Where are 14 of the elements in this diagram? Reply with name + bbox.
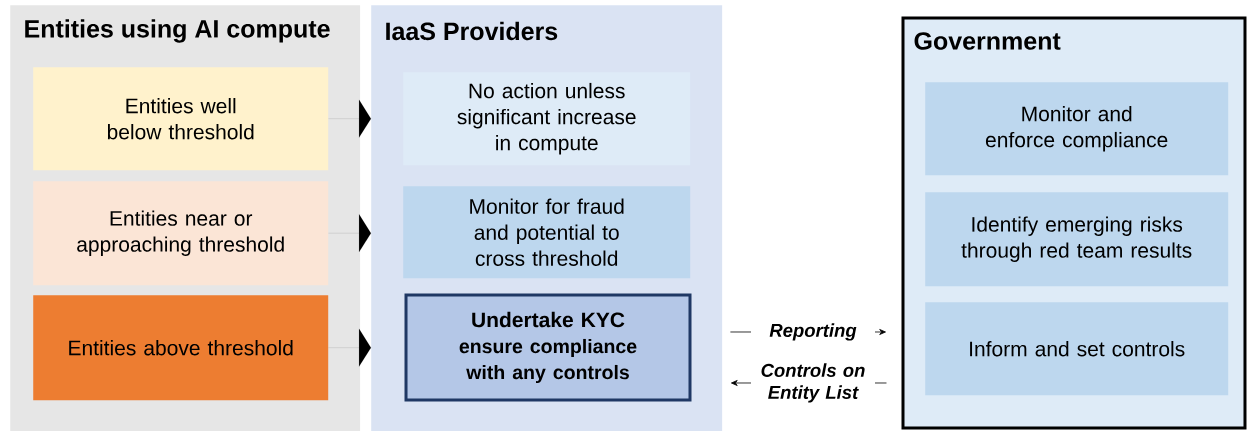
process-box: Entities above threshold <box>33 295 329 401</box>
process-box: Monitor and enforce compliance <box>925 82 1229 176</box>
process-box: Undertake KYC ensure compliance with any controls <box>404 293 692 402</box>
process-box: No action unless significant increase in compute <box>403 72 691 166</box>
process-box: Entities well below threshold <box>33 67 329 171</box>
edge-label: Reporting <box>751 321 875 343</box>
chevron-arrow <box>328 214 371 253</box>
process-box: Entities near or approaching threshold <box>33 181 329 286</box>
chevron-arrow <box>328 99 371 138</box>
edge-label: Controls on Entity List <box>751 361 875 405</box>
chevron-arrow <box>328 328 371 367</box>
process-box: Identify emerging risks through red team results <box>925 192 1229 287</box>
process-box: Monitor for fraud and potential to cross threshold <box>403 186 691 279</box>
process-box: Inform and set controls <box>925 302 1229 396</box>
